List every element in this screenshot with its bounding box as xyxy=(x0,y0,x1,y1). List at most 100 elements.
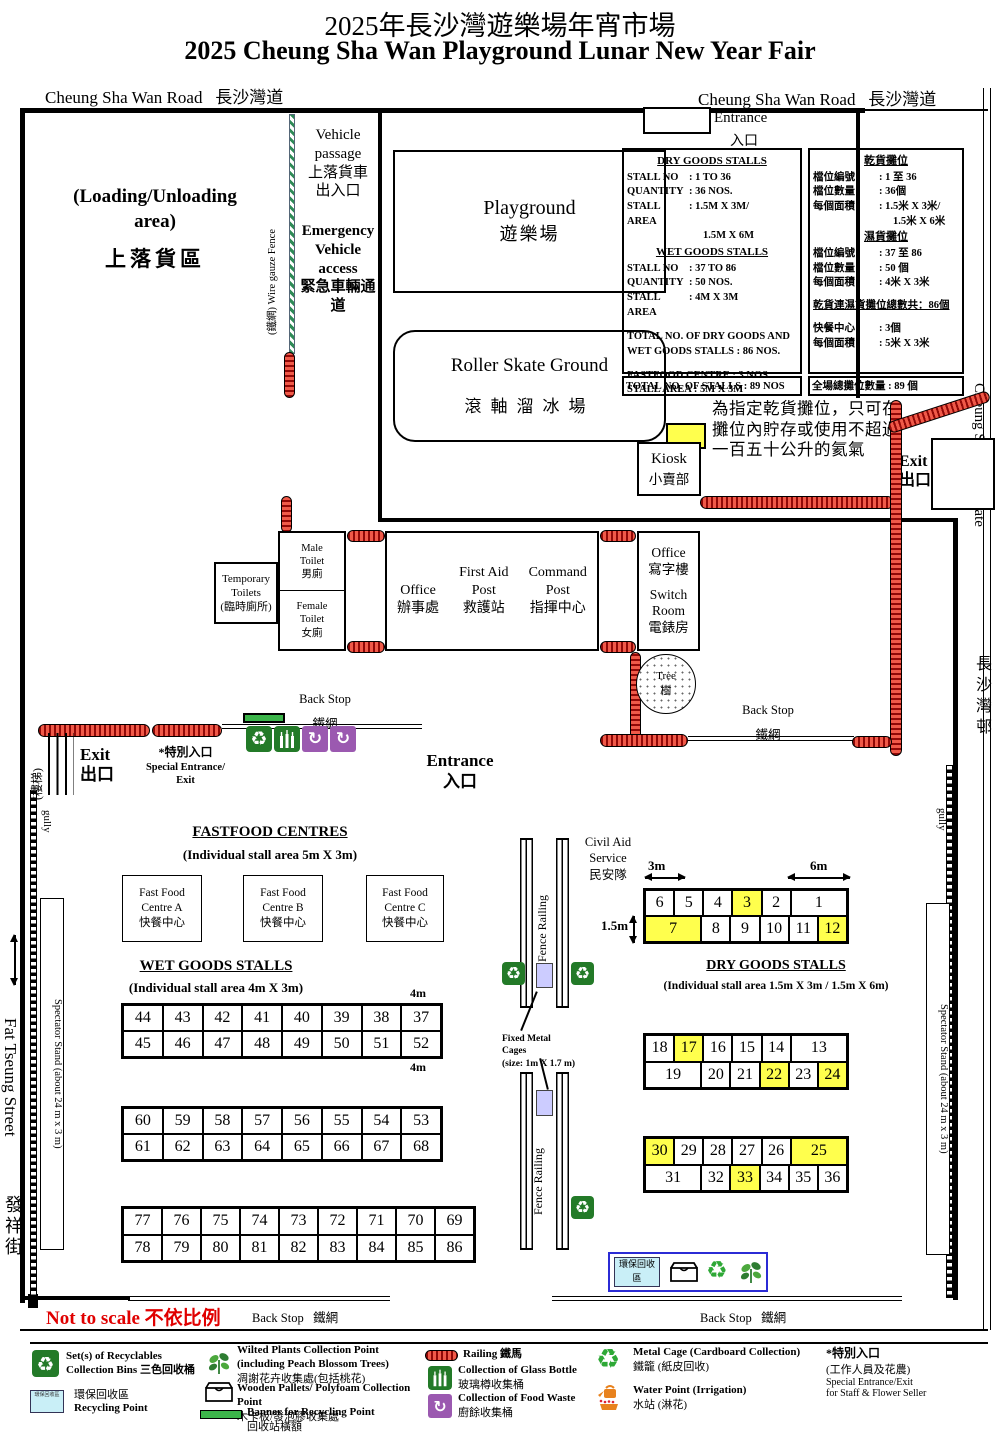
temp-toilets-zh: (臨時廁所) xyxy=(220,601,272,614)
food-waste-icon: ↻ xyxy=(330,726,356,752)
info-label: STALL AREA xyxy=(627,200,661,227)
fastfood-centre-b: Fast Food Centre B 快餐中心 xyxy=(243,875,323,942)
dim-6m: 6m xyxy=(810,858,828,873)
stall-12: 12 xyxy=(817,916,847,942)
not-to-scale-label: Not to scale 不依比例 xyxy=(46,1308,221,1329)
stall-31: 31 xyxy=(645,1164,702,1191)
stall-71: 71 xyxy=(357,1208,396,1235)
info-box-en: DRY GOODS STALLS STALL NO: 1 TO 36 QUANT… xyxy=(622,148,802,395)
stall-18: 18 xyxy=(645,1035,675,1062)
recycle-bins-icon: ♻ xyxy=(246,726,272,752)
dim-3m-arrow xyxy=(644,873,686,880)
info-label: 檔位編號 xyxy=(813,247,855,259)
recycle-zone-box: 環保回收區 ♻ xyxy=(608,1252,768,1292)
exit-right-zh: 出口 xyxy=(899,472,932,490)
stall-58: 58 xyxy=(202,1108,243,1134)
fastfood-sub: (Individual stall area 5m X 3m) xyxy=(182,847,358,862)
info-value: : 36 NOS. xyxy=(689,186,733,198)
exit-left-en: Exit xyxy=(80,745,111,764)
info-label: STALL NO xyxy=(627,171,679,183)
metal-cage-recycle-icon: ♻ xyxy=(596,1344,621,1375)
info-label: QUANTITY xyxy=(627,186,684,198)
stall-63: 63 xyxy=(202,1134,243,1160)
info-zh-dry-header: 乾貨攤位 xyxy=(864,155,908,167)
gully-label-right: gully xyxy=(936,808,948,831)
dry-goods-title: DRY GOODS STALLS xyxy=(706,958,846,973)
legend-railing: Railing 鐵馬 xyxy=(463,1348,522,1360)
legend-pallets-l1: Wooden Pallets/ Polyfoam Collection Poin… xyxy=(237,1382,411,1408)
wire-gauze-fence xyxy=(289,114,295,354)
vehicle-passage-zh1: 上落貨車 xyxy=(307,164,368,181)
food-waste-icon: ↻ xyxy=(302,726,328,752)
male-toilet-en2: Toilet xyxy=(299,555,325,567)
road-left-zh: 長沙灣道 xyxy=(215,88,284,107)
stall-22: 22 xyxy=(759,1061,789,1088)
back-stop-en: Back Stop xyxy=(742,703,794,717)
fence-railing-label-upper: Fence Railing xyxy=(535,895,549,962)
legend-divider xyxy=(30,1342,988,1344)
command-en2: Post xyxy=(545,582,570,598)
stall-69: 69 xyxy=(435,1208,474,1235)
legend-food-waste: Collection of Food Waste 廚餘收集桶 xyxy=(458,1392,598,1420)
stall-27: 27 xyxy=(732,1138,762,1165)
info-en-wet-header: WET GOODS STALLS xyxy=(655,246,769,259)
plant-icon xyxy=(206,1350,232,1381)
switch-room-en2: Room xyxy=(651,603,685,619)
back-stop-line-mid-right xyxy=(688,736,854,741)
vehicle-passage-en1: Vehicle xyxy=(315,127,361,143)
exit-right-en: Exit xyxy=(899,453,928,470)
helium-note-text: 為指定乾貨攤位，只可在攤位內貯存或使用不超過一百五十公升的氦氣 xyxy=(712,399,899,460)
fastfood-centre-a: Fast Food Centre A 快餐中心 xyxy=(122,875,202,942)
temporary-toilets: Temporary Toilets (臨時廁所) xyxy=(214,562,278,624)
water-point-icon xyxy=(596,1382,624,1417)
dry-goods-sub: (Individual stall area 1.5m X 3m / 1.5m … xyxy=(663,980,889,992)
page-title-zh: 2025年長沙灣遊樂場年宵市場 xyxy=(324,11,676,41)
stall-77: 77 xyxy=(123,1208,162,1235)
railing-entrance-right-2 xyxy=(852,736,892,748)
estate-label-en: Cheung Sha Wan Estate xyxy=(971,383,987,527)
legend-water-l2: 水站 (淋花) xyxy=(633,1398,688,1411)
stall-56: 56 xyxy=(282,1108,322,1134)
info-zh-total: 全場總攤位數量 : 89 個 xyxy=(808,376,964,396)
map-border-top xyxy=(20,108,865,113)
loading-en2: area) xyxy=(134,210,176,232)
entrance-main-en: Entrance xyxy=(426,751,494,770)
stall-5: 5 xyxy=(674,890,704,916)
left-hatched-fence xyxy=(30,790,37,1298)
cardboard-box-icon xyxy=(668,1260,700,1289)
stall-83: 83 xyxy=(318,1234,357,1261)
emergency-access-label: Emergency Vehicle access 緊急車輛通道 xyxy=(297,222,379,316)
estate-label-zh: 長沙灣邨 xyxy=(973,655,990,739)
info-label: 檔位編號 xyxy=(813,171,855,183)
legend-wilted-l2: (including Peach Blossom Trees) xyxy=(237,1357,389,1370)
legend-glass: Collection of Glass Bottle 玻璃樽收集桶 xyxy=(458,1364,598,1392)
legend-recycling-point-zh: 環保回收區 xyxy=(74,1389,129,1401)
passage-divider-line xyxy=(378,110,382,522)
info-label: 每個面積 xyxy=(813,337,855,349)
metal-cage-lower xyxy=(536,1090,553,1116)
male-toilet-en1: Male xyxy=(301,542,323,554)
civil-aid-en1: Civil Aid xyxy=(584,835,632,849)
legend-metal-cage-l1: Metal Cage (Cardboard Collection) xyxy=(633,1346,801,1358)
legend-wilted-l3: 凋謝花卉收集處(包括桃花) xyxy=(237,1372,366,1385)
stall-66: 66 xyxy=(321,1134,362,1160)
glass-bottle-icon xyxy=(428,1366,452,1390)
stall-46: 46 xyxy=(162,1031,203,1057)
info-value: : 37 TO 86 xyxy=(689,262,737,274)
stall-78: 78 xyxy=(123,1234,162,1261)
info-label: 每個面積 xyxy=(813,277,855,289)
stall-43: 43 xyxy=(162,1005,203,1031)
first-aid-zh: 救護站 xyxy=(462,601,505,617)
railing-toilet-top xyxy=(281,496,292,533)
stall-3: 3 xyxy=(732,890,762,916)
stall-85: 85 xyxy=(396,1234,435,1261)
temp-toilets-en1: Temporary xyxy=(221,572,271,585)
stall-8: 8 xyxy=(701,916,731,942)
recycling-banner-swatch xyxy=(200,1410,242,1419)
tree: Tree 樹 xyxy=(636,654,696,714)
info-value: 1.5米 X 6米 xyxy=(893,215,946,227)
recycle-bins-icon: ♻ xyxy=(571,1196,594,1219)
stall-1: 1 xyxy=(790,890,847,916)
